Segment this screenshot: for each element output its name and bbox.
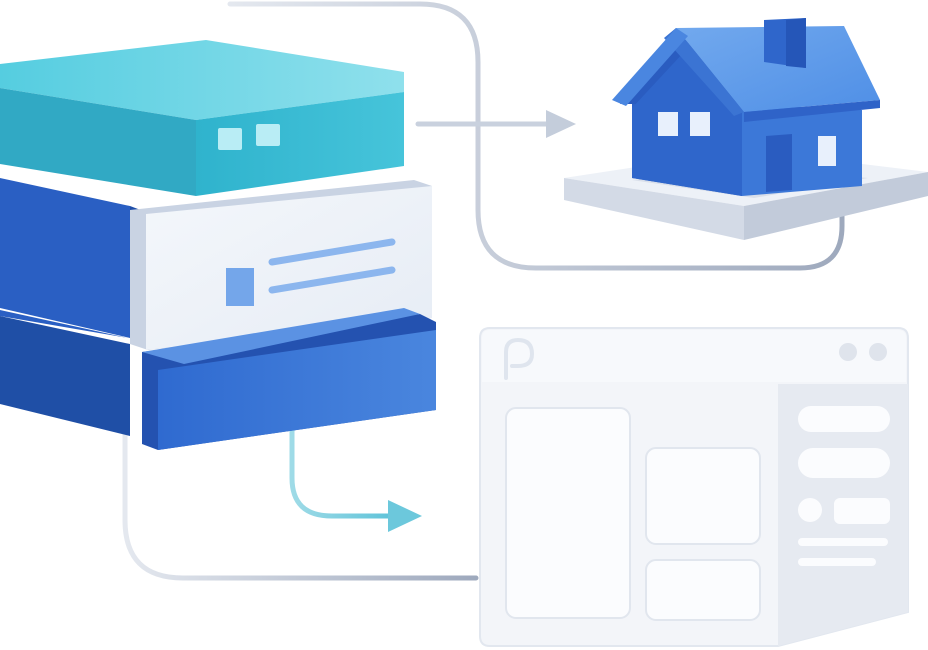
house-icon	[564, 18, 928, 240]
connector-bottom-loop	[122, 417, 479, 581]
sidebar-item[interactable]	[834, 498, 890, 524]
door-icon	[766, 134, 792, 192]
indicator-light	[256, 124, 280, 146]
content-card-large[interactable]	[505, 407, 631, 619]
window-icon	[690, 112, 710, 136]
panel-text-line	[268, 238, 396, 266]
arrow-right-icon	[546, 110, 576, 138]
server-block-middle	[0, 178, 432, 350]
content-card[interactable]	[645, 447, 761, 545]
arrow-right-icon	[388, 500, 422, 532]
sidebar-item[interactable]	[798, 406, 890, 432]
server-block-bottom	[0, 308, 436, 450]
window-icon	[658, 112, 678, 136]
connector-lines	[122, 1, 845, 581]
connector-teal-curve	[289, 422, 395, 519]
pinterest-icon: P	[0, 0, 535, 380]
connector-top-loop	[227, 1, 845, 271]
sidebar-text-line	[798, 558, 876, 566]
logo-glyph: P	[0, 0, 1, 1]
panel-thumbnail	[226, 268, 254, 306]
panel-text-line	[268, 266, 396, 294]
indicator-light	[218, 128, 242, 150]
window-icon	[818, 136, 836, 166]
minimize-dot-icon[interactable]	[839, 343, 857, 361]
server-block-top	[0, 40, 404, 196]
sidebar-item[interactable]	[798, 448, 890, 478]
server-stack-icon	[0, 40, 436, 450]
sidebar-text-line	[798, 538, 888, 546]
close-dot-icon[interactable]	[869, 343, 887, 361]
browser-window: P	[0, 0, 909, 647]
avatar[interactable]	[798, 498, 822, 522]
content-card[interactable]	[645, 559, 761, 621]
